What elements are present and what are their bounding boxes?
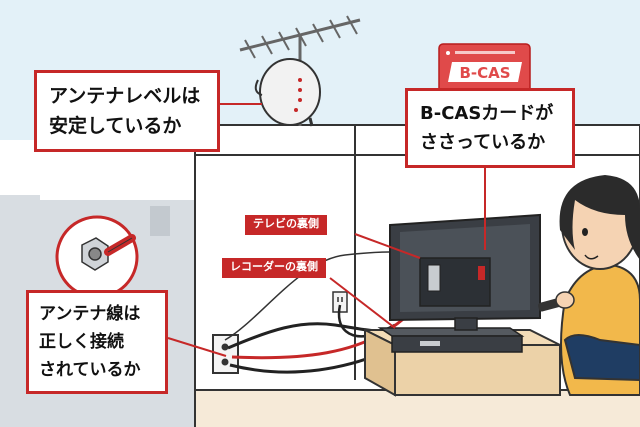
callout-bcas-card: B-CASカードが ささっているか [405,88,575,168]
person [538,175,640,396]
tag-tv-back: テレビの裏側 [245,215,327,235]
building-top [0,195,40,205]
recorder [377,327,525,353]
recorder-tag-pointer [329,277,396,329]
cable-callout-pointer [167,337,227,357]
callout-antenna-cable: アンテナ線は 正しく接続 されているか [26,290,168,394]
callout-bcas-card-line1: B-CASカードが [420,103,554,124]
building-window [150,206,170,236]
callout-bcas-card-line2: ささっているか [420,132,546,153]
callout-antenna-cable-line2: 正しく接続 [39,332,124,352]
bcas-card-label: B-CAS [459,64,510,82]
callout-antenna-cable-line1: アンテナ線は [39,304,141,324]
callout-antenna-level: アンテナレベルは 安定しているか [34,70,220,152]
bcas-card: B-CAS [438,43,531,95]
tv [389,213,541,331]
callout-antenna-level-line2: 安定しているか [49,115,182,137]
wall-power-outlet [332,291,348,313]
antenna-connector-icon [55,215,139,299]
callout-antenna-cable-line3: されているか [39,360,141,380]
floor [196,390,640,427]
bcas-slot [478,266,485,280]
tv-tag-pointer [354,233,421,259]
satellite-dish [254,58,321,127]
callout-antenna-level-line1: アンテナレベルは [49,85,201,107]
tag-recorder-back: レコーダーの裏側 [222,258,326,278]
